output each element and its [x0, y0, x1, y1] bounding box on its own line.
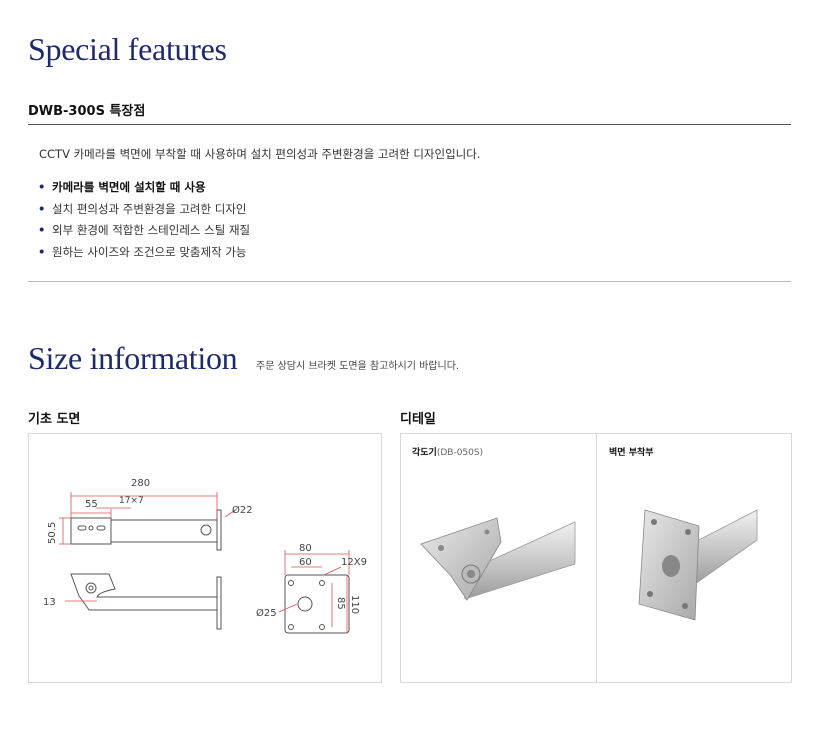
- base-drawing-label: 기초 도면: [28, 412, 81, 427]
- detail-photos: [420, 509, 758, 621]
- dim-tube-dia: Ø22: [232, 504, 253, 516]
- dim-center-hole: Ø25: [256, 607, 277, 619]
- angle-bracket-caption: 각도기(DB-050S): [412, 448, 484, 458]
- base-drawing-panel: 280 55 17×7 Ø22 50.5 13 80 60 12X9 85 11…: [28, 433, 382, 683]
- dim-plate-hole-spacing: 85: [335, 597, 346, 610]
- dim-height: 50.5: [47, 522, 58, 544]
- list-item: •외부 환경에 적합한 스테인레스 스틸 재질: [38, 223, 251, 237]
- size-note: 주문 상담시 브라켓 도면을 참고하시기 바랍니다.: [256, 361, 460, 372]
- section-divider: [28, 124, 791, 125]
- dim-side-height: 13: [43, 597, 56, 608]
- bullet-icon: •: [38, 223, 46, 237]
- list-item: •카메라를 벽면에 설치할 때 사용: [38, 180, 206, 194]
- feature-list: •카메라를 벽면에 설치할 때 사용 •설치 편의성과 주변환경을 고려한 디자…: [38, 178, 250, 264]
- dim-hole-spacing: 60: [299, 557, 312, 568]
- bullet-icon: •: [38, 201, 46, 216]
- detail-label: 디테일: [400, 412, 436, 427]
- section-divider: [28, 281, 791, 282]
- list-item: •원하는 사이즈와 조건으로 맞춤제작 가능: [38, 244, 247, 259]
- dim-plate-slot: 12X9: [341, 557, 367, 568]
- dim-total-length: 280: [131, 478, 150, 489]
- technical-drawing: 280 55 17×7 Ø22 50.5 13 80 60 12X9 85 11…: [43, 478, 367, 634]
- list-item: •설치 편의성과 주변환경을 고려한 디자인: [38, 201, 247, 216]
- special-features-title: Special features: [28, 31, 227, 67]
- bullet-icon: •: [38, 180, 46, 194]
- dim-plate-height: 110: [349, 595, 360, 614]
- wall-mount-photo: [638, 509, 758, 621]
- bullet-icon: •: [38, 244, 46, 259]
- dim-hole-offset: 55: [85, 499, 98, 510]
- dim-plate-width: 80: [299, 543, 312, 554]
- size-information-title: Size information: [28, 340, 238, 376]
- wall-mount-caption: 벽면 부착부: [609, 448, 654, 458]
- intro-text: CCTV 카메라를 벽면에 부착할 때 사용하며 설치 편의성과 주변환경을 고…: [39, 147, 481, 161]
- model-subtitle: DWB-300S 특장점: [28, 104, 146, 119]
- angle-bracket-photo: [420, 517, 576, 601]
- detail-panel: 각도기(DB-050S) 벽면 부착부: [400, 433, 792, 683]
- panel-divider: [596, 434, 597, 682]
- dim-slot: 17×7: [119, 496, 144, 506]
